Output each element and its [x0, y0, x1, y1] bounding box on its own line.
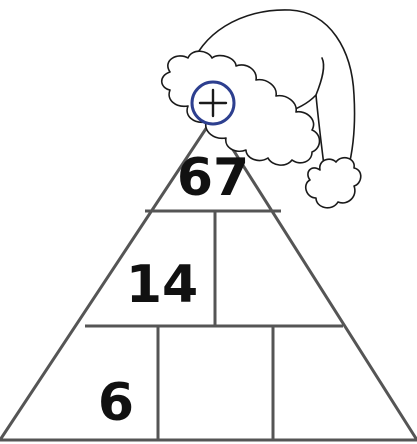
cell-bottom-right[interactable]: [275, 328, 413, 438]
cell-middle-right[interactable]: [217, 213, 341, 324]
cell-middle-left-value: 14: [126, 255, 198, 315]
add-button[interactable]: [192, 82, 234, 124]
cell-bottom-left-value: 6: [98, 373, 134, 433]
cell-top-value: 67: [177, 148, 249, 208]
cell-bottom-middle[interactable]: [160, 328, 271, 438]
hat-pompom: [306, 158, 361, 208]
